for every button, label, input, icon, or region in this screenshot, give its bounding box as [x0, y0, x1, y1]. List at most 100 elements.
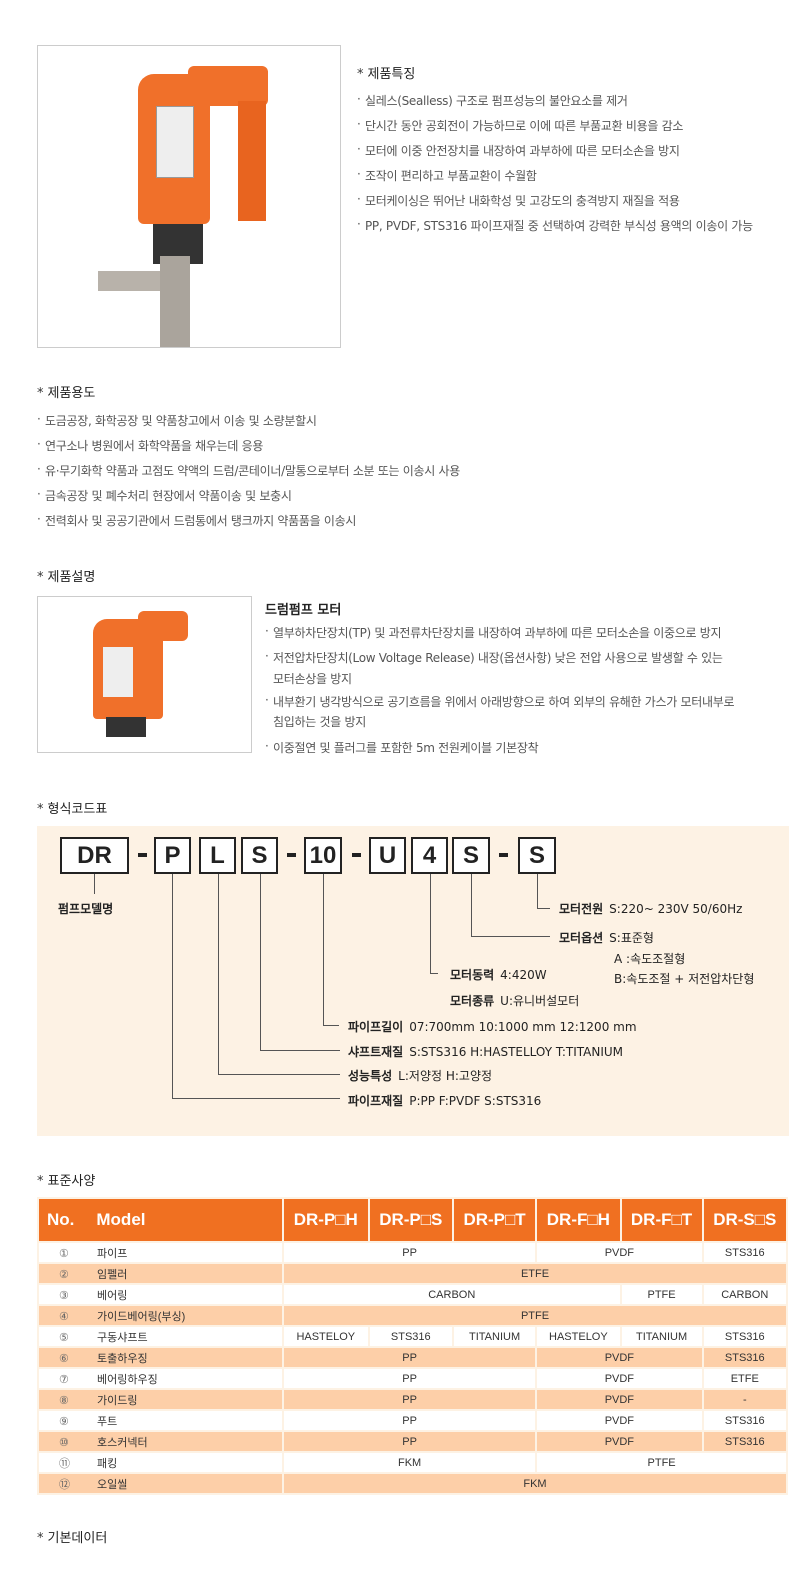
spec-cell: PTFE [282, 1304, 788, 1327]
spec-header-model: DR-P□T [451, 1197, 538, 1243]
description-item: 저전압차단장치(Low Voltage Release) 내장(옵션사항) 낮은… [273, 651, 723, 665]
feature-item: 실레스(Sealless) 구조로 펌프성능의 불안요소를 제거 [365, 94, 628, 108]
code-title: 형식코드표 [47, 802, 108, 817]
spec-cell: PVDF [535, 1409, 704, 1432]
spec-heading: *표준사양 [37, 1174, 96, 1189]
spec-cell: STS316 [701, 1430, 789, 1453]
spec-cell: CARBON [282, 1283, 622, 1306]
spec-header-model: DR-F□H [535, 1197, 622, 1243]
description-heading: *제품설명 [37, 570, 96, 585]
option-b: B:속도조절 + 저전압차단형 [614, 972, 755, 986]
spec-cell: TITANIUM [619, 1325, 704, 1348]
spec-cell: PVDF [535, 1367, 704, 1390]
option-a: A :속도조절형 [614, 952, 686, 966]
spec-cell: PP [281, 1346, 538, 1369]
code-heading: *형식코드표 [37, 802, 108, 817]
spec-cell: HASTELOY [282, 1325, 370, 1348]
spec-header-model: DR-P□H [282, 1197, 370, 1243]
motor-image [37, 596, 252, 753]
spec-cell: - [701, 1388, 789, 1411]
features-heading: *제품특징 [357, 67, 416, 82]
description-subtitle: 드럼펌프 모터 [265, 603, 342, 618]
code-box-perf: L [199, 837, 236, 874]
description-item: 열부하차단장치(TP) 및 과전류차단장치를 내장하여 과부하에 따른 모터소손… [273, 626, 722, 640]
usage-item: 금속공장 및 폐수처리 현장에서 약품이송 및 보충시 [45, 489, 292, 503]
spec-cell: STS316 [701, 1409, 789, 1432]
usage-title: 제품용도 [47, 386, 96, 401]
spec-cell: FKM [281, 1451, 538, 1474]
spec-cell: STS316 [701, 1346, 789, 1369]
spec-cell: PVDF [535, 1241, 704, 1264]
spec-title: 표준사양 [47, 1174, 96, 1189]
spec-cell: PP [281, 1409, 538, 1432]
spec-header-no-model: No.Model [37, 1197, 284, 1243]
code-box-pipe: P [154, 837, 191, 874]
description-item: 이중절연 및 플러그를 포함한 5m 전원케이블 기본장착 [273, 741, 539, 755]
spec-cell: FKM [282, 1472, 788, 1495]
spec-cell: TITANIUM [451, 1325, 538, 1348]
spec-cell: PP [281, 1241, 538, 1264]
spec-cell: STS316 [701, 1325, 789, 1348]
spec-cell: ETFE [701, 1367, 789, 1390]
basic-heading: *기본데이터 [37, 1531, 108, 1546]
basic-title: 기본데이터 [47, 1531, 108, 1546]
spec-cell: STS316 [701, 1241, 789, 1264]
feature-item: 모터케이싱은 뛰어난 내화학성 및 고강도의 충격방지 재질을 적용 [365, 194, 680, 208]
feature-item: 모터에 이중 안전장치를 내장하여 과부하에 따른 모터소손을 방지 [365, 144, 680, 158]
spec-header-model: DR-P□S [367, 1197, 454, 1243]
code-box-power: S [518, 837, 556, 874]
features-title: 제품특징 [367, 67, 416, 82]
spec-cell: HASTELOY [535, 1325, 622, 1348]
feature-item: PP, PVDF, STS316 파이프재질 중 선택하여 강력한 부식성 용액… [365, 219, 753, 233]
code-box-length: 10 [304, 837, 342, 874]
usage-item: 도금공장, 화학공장 및 약품창고에서 이송 및 소량분할시 [45, 414, 317, 428]
spec-cell: PVDF [535, 1388, 704, 1411]
code-box-type: U [369, 837, 406, 874]
code-panel [37, 826, 789, 1136]
spec-cell: CARBON [701, 1283, 789, 1306]
model-label: 펌프모델명 [58, 902, 114, 916]
usage-heading: *제품용도 [37, 386, 96, 401]
drum-pump-image [37, 45, 341, 348]
spec-cell: PVDF [535, 1346, 704, 1369]
usage-item: 전력회사 및 공공기관에서 드럼통에서 탱크까지 약품품을 이송시 [45, 514, 357, 528]
description-title: 제품설명 [47, 570, 96, 585]
feature-item: 조작이 편리하고 부품교환이 수월함 [365, 169, 537, 183]
spec-cell: PP [281, 1430, 538, 1453]
feature-item: 단시간 동안 공회전이 가능하므로 이에 따른 부품교환 비용을 감소 [365, 119, 684, 133]
usage-item: 연구소나 병원에서 화학약품을 채우는데 응용 [45, 439, 264, 453]
description-item: 모터손상을 방지 [273, 672, 352, 686]
spec-cell: ETFE [282, 1262, 788, 1285]
code-box-dr: DR [60, 837, 129, 874]
spec-header-model: DR-S□S [701, 1197, 789, 1243]
